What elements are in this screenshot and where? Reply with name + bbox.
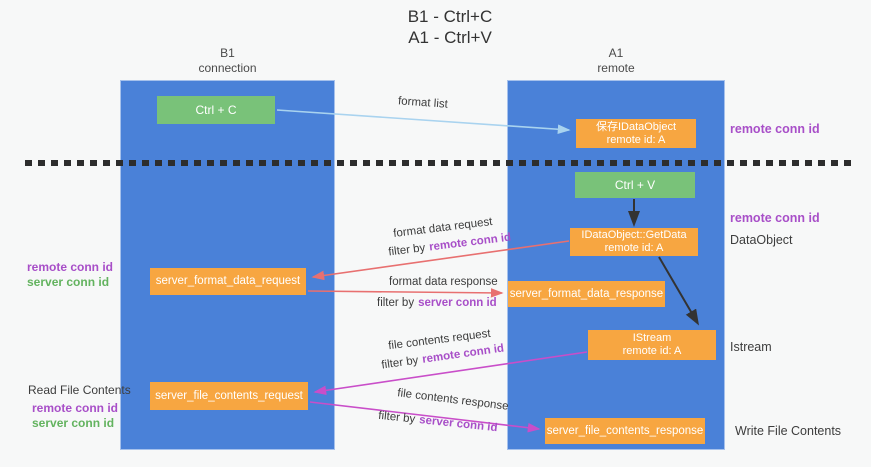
remote-conn-id-label-top: remote conn id <box>730 122 820 136</box>
istream-label: Istream <box>730 340 772 354</box>
server-conn-id-text: server conn id <box>418 297 497 309</box>
save-idataobject-box: 保存IDataObject remote id: A <box>576 119 696 148</box>
remote-conn-id-label-mid: remote conn id <box>730 211 820 225</box>
arrow-format-data-response <box>307 288 504 298</box>
phase-separator-dashed-line <box>25 160 852 166</box>
filter-by-text: filter by <box>387 242 426 259</box>
getdata-line1: IDataObject::GetData <box>581 229 687 241</box>
left-conn-id-legend: remote conn id server conn id <box>27 260 113 289</box>
legend-remote-conn-id: remote conn id <box>27 260 114 274</box>
save-idataobject-line2: remote id: A <box>606 133 666 146</box>
istream-line1: IStream <box>632 332 672 344</box>
title-line-1: B1 - Ctrl+C <box>407 7 493 26</box>
left-column-name: B1 <box>220 46 235 60</box>
filter-by-text: filter by <box>380 354 420 372</box>
save-idataobject-line1: 保存IDataObject <box>595 120 677 133</box>
legend2-remote-conn-id: remote conn id <box>32 401 119 415</box>
istream-line2: remote id: A <box>622 345 682 357</box>
format-data-response-label: format data response <box>389 276 498 288</box>
right-column-header: A1 remote <box>507 46 725 76</box>
server-file-contents-request-box: server_file_contents_request <box>150 382 308 410</box>
remote-conn-id-text: remote conn id <box>428 231 512 254</box>
title-line-2: A1 - Ctrl+V <box>408 28 492 47</box>
read-file-contents-label: Read File Contents <box>28 383 131 397</box>
right-column-role: remote <box>597 61 635 75</box>
legend-server-conn-id: server conn id <box>27 274 110 289</box>
server-conn-id-text: server conn id <box>418 414 499 435</box>
legend2-server-conn-id: server conn id <box>32 415 115 430</box>
server-format-data-request-box: server_format_data_request <box>150 268 306 295</box>
filter-by-text: filter by <box>377 297 415 309</box>
server-format-data-response-box: server_format_data_response <box>508 281 665 307</box>
right-column-name: A1 <box>608 46 624 60</box>
server-file-contents-response-box: server_file_contents_response <box>545 418 705 444</box>
dataobject-label: DataObject <box>730 233 793 247</box>
ctrl-v-box: Ctrl + V <box>575 172 695 198</box>
diagram-title: B1 - Ctrl+C A1 - Ctrl+V <box>330 6 570 48</box>
format-list-label: format list <box>397 95 449 111</box>
file-contents-response-label: file contents response <box>396 387 510 413</box>
getdata-line2: remote id: A <box>604 242 664 254</box>
idataobject-getdata-box: IDataObject::GetData remote id: A <box>570 228 698 256</box>
bottom-conn-id-legend: remote conn id server conn id <box>32 401 118 430</box>
left-column-role: connection <box>198 61 257 75</box>
filter-by-text: filter by <box>377 409 416 426</box>
write-file-contents-label: Write File Contents <box>735 424 842 438</box>
left-column-header: B1 connection <box>120 46 335 76</box>
ctrl-c-box: Ctrl + C <box>157 96 275 124</box>
istream-box: IStream remote id: A <box>588 330 716 360</box>
